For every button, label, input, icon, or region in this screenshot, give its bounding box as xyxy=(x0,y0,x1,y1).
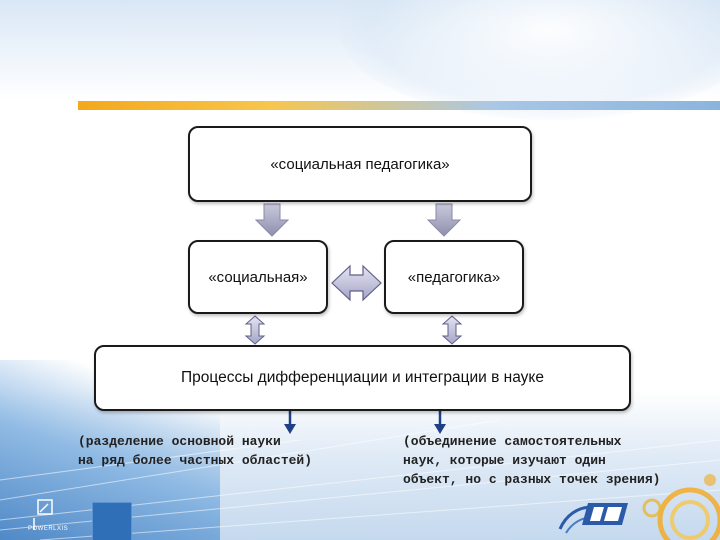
blue-square xyxy=(92,502,132,540)
note-right-line: (объединение самостоятельных xyxy=(403,434,622,449)
note-right-line: объект, но с разных точек зрения) xyxy=(403,472,661,487)
note-left-line: на ряд более частных областей) xyxy=(78,453,313,468)
down-arrow-icon xyxy=(434,424,446,434)
down-arrow-icon xyxy=(284,424,296,434)
accent-bar xyxy=(78,101,720,110)
note-differentiation: (разделение основной науки на ряд более … xyxy=(78,432,312,470)
note-integration: (объединение самостоятельных наук, котор… xyxy=(403,432,660,489)
box-top-label: «социальная педагогика» xyxy=(270,155,450,173)
box-social: «социальная» xyxy=(188,240,328,314)
box-right-label: «педагогика» xyxy=(407,268,501,286)
box-pedagogy: «педагогика» xyxy=(384,240,524,314)
logo-left-text: POWERLXIS xyxy=(28,526,69,532)
down-arrow-icon xyxy=(254,203,290,237)
down-arrow-icon xyxy=(426,203,462,237)
vertical-double-arrow-icon xyxy=(441,315,463,345)
box-processes: Процессы дифференциации и интеграции в н… xyxy=(94,345,631,411)
box-left-label: «социальная» xyxy=(208,268,308,286)
box-bottom-label: Процессы дифференциации и интеграции в н… xyxy=(181,369,544,386)
logo-icon xyxy=(558,503,628,534)
vertical-double-arrow-icon xyxy=(244,315,266,345)
logo-icon xyxy=(33,499,53,530)
note-right-line: наук, которые изучают один xyxy=(403,453,606,468)
double-arrow-icon xyxy=(331,264,382,302)
decorative-circles xyxy=(642,474,720,540)
box-social-pedagogy: «социальная педагогика» xyxy=(188,126,532,202)
note-left-line: (разделение основной науки xyxy=(78,434,281,449)
